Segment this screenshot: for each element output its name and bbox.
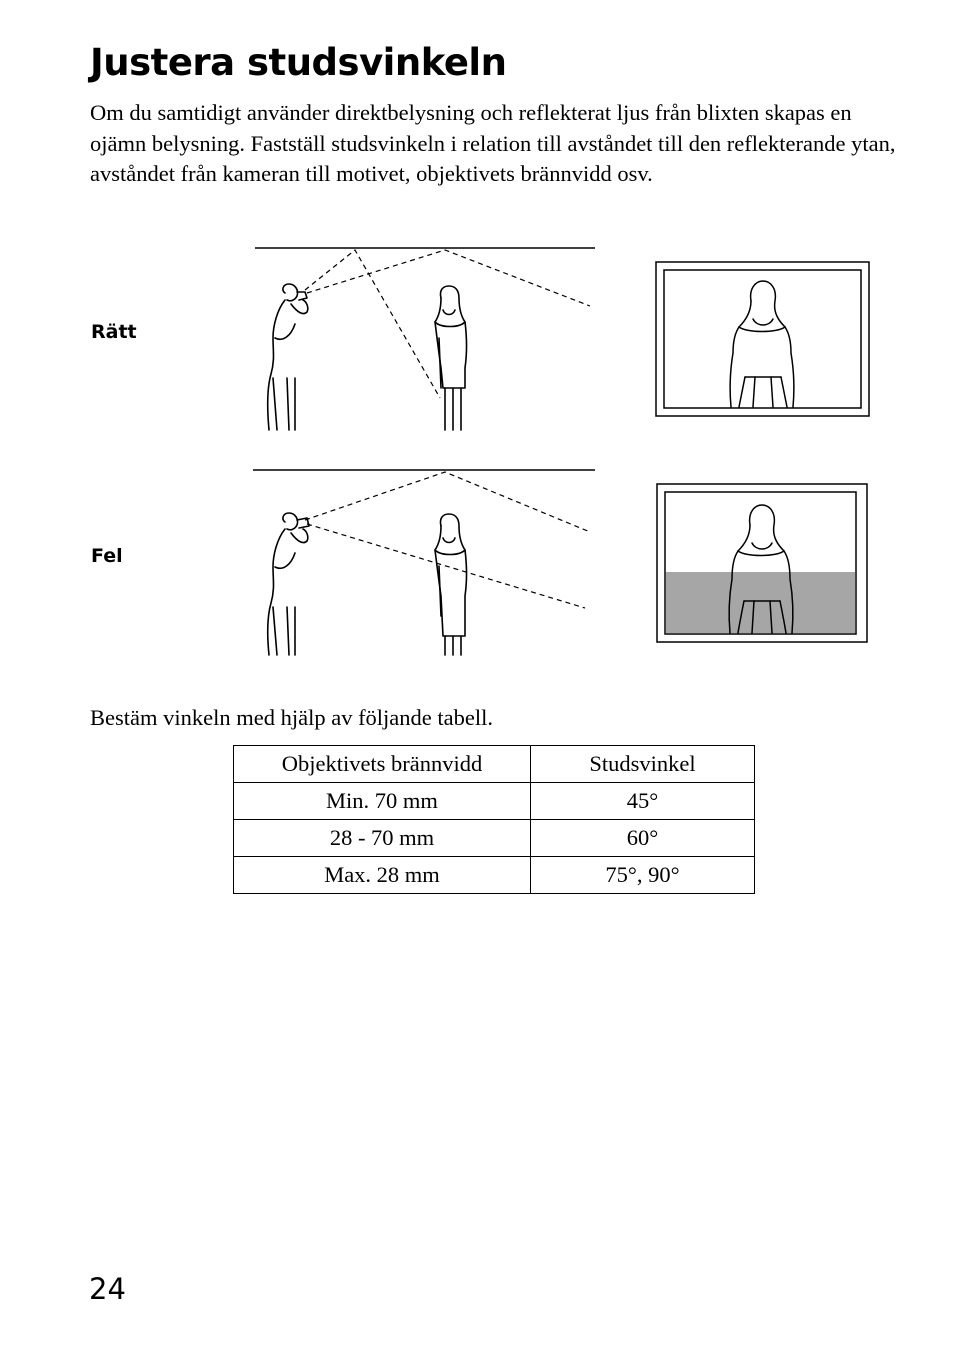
subject-figure xyxy=(434,513,468,656)
table-row: Max. 28 mm 75°, 90° xyxy=(233,856,755,894)
bounce-angle-cell: 75°, 90° xyxy=(530,856,755,894)
wrong-label: Fel xyxy=(91,545,123,567)
table-row: 28 - 70 mm 60° xyxy=(233,819,755,857)
bounce-angle-cell: 45° xyxy=(530,782,755,820)
portrait-figure xyxy=(728,504,794,634)
table-intro-text: Bestäm vinkeln med hjälp av följande tab… xyxy=(90,705,494,730)
flash-ray-lines xyxy=(304,249,591,399)
focal-length-cell: Min. 70 mm xyxy=(233,782,531,820)
photographer-figure xyxy=(266,283,309,431)
wrong-result-photo xyxy=(656,483,868,643)
portrait-figure xyxy=(729,280,795,408)
table-row: Min. 70 mm 45° xyxy=(233,782,755,820)
header-bounce-angle: Studsvinkel xyxy=(530,745,755,783)
intro-paragraph: Om du samtidigt använder direktbelysning… xyxy=(90,100,896,186)
photographer-figure xyxy=(266,512,310,656)
header-focal-length: Objektivets brännvidd xyxy=(233,745,531,783)
photo-inner-frame xyxy=(663,269,862,409)
flash-ray-lines xyxy=(304,471,591,609)
correct-bounce-illustration xyxy=(255,247,595,431)
page-title: Justera studsvinkeln xyxy=(90,41,507,84)
bounce-angle-cell: 60° xyxy=(530,819,755,857)
correct-label: Rätt xyxy=(91,321,137,343)
correct-result-photo xyxy=(655,261,870,417)
page-number: 24 xyxy=(89,1272,126,1306)
bounce-angle-table: Objektivets brännvidd Studsvinkel Min. 7… xyxy=(233,745,755,894)
focal-length-cell: 28 - 70 mm xyxy=(233,819,531,857)
wrong-bounce-illustration xyxy=(253,469,595,656)
underexposed-shadow-area xyxy=(666,572,855,633)
subject-figure xyxy=(434,285,468,431)
focal-length-cell: Max. 28 mm xyxy=(233,856,531,894)
table-header-row: Objektivets brännvidd Studsvinkel xyxy=(233,745,755,783)
